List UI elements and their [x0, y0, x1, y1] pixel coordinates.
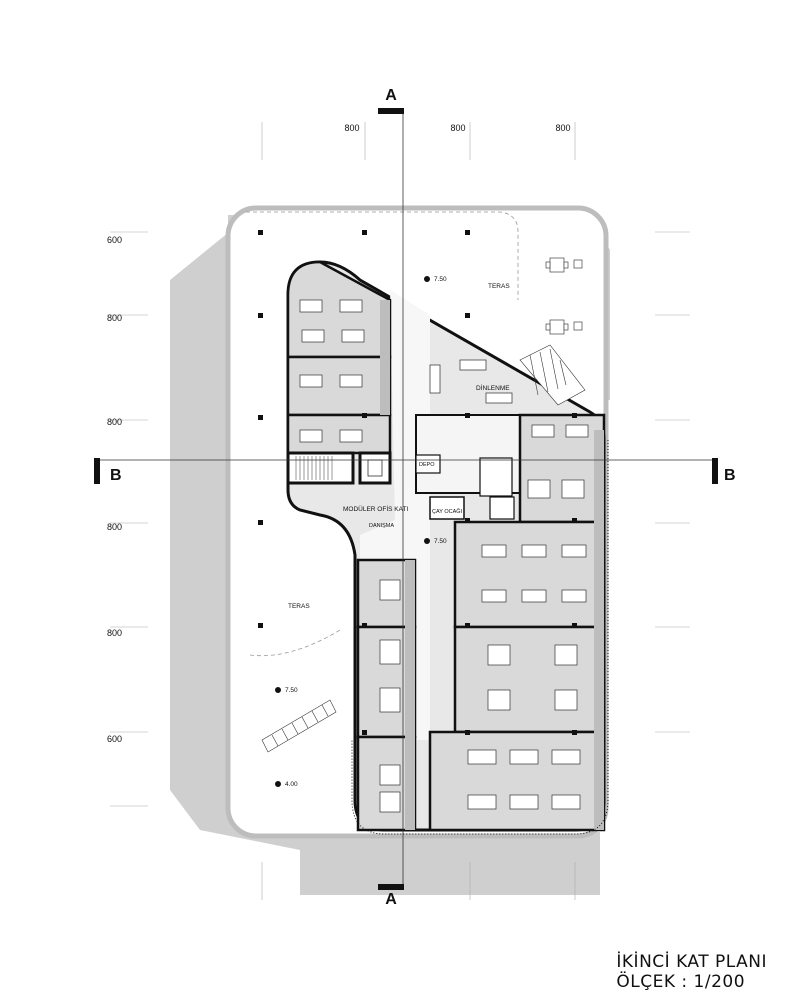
stair-core	[286, 451, 392, 485]
room-label-danisma: DANIŞMA	[369, 523, 394, 529]
section-lines	[100, 112, 712, 890]
left-office-block	[286, 260, 392, 455]
drawing-title-block: İKİNCİ KAT PLANI ÖLÇEK : 1/200	[616, 952, 767, 992]
level-label-bottom: 4.00	[285, 781, 298, 788]
room-label-teras-top: TERAS	[488, 283, 510, 290]
dimension-left-4: 800	[107, 522, 122, 532]
level-markers	[275, 276, 430, 787]
drawing-title: İKİNCİ KAT PLANI	[616, 952, 767, 972]
section-label-b-right: B	[724, 467, 736, 484]
grid-lines	[110, 122, 690, 900]
level-label-left: 7.50	[285, 687, 298, 694]
dimension-left-3: 800	[107, 417, 122, 427]
room-label-moduler-ofis: MODÜLER OFİS KATI	[343, 504, 408, 513]
level-label-center: 7.50	[434, 538, 447, 545]
room-label-teras-left: TERAS	[288, 603, 310, 610]
columns	[258, 230, 577, 735]
section-label-b-left: B	[110, 467, 122, 484]
section-label-a-top: A	[385, 87, 397, 104]
section-label-a-bottom: A	[385, 891, 397, 908]
dimension-top-2: 800	[450, 123, 465, 133]
dimension-left-6: 600	[107, 734, 122, 744]
section-markers	[94, 108, 718, 890]
dimension-top-1: 800	[344, 123, 359, 133]
roof-edge-dashed	[246, 211, 519, 657]
external-stairs	[261, 344, 586, 753]
room-label-depo: DEPO	[419, 462, 435, 468]
service-block	[415, 414, 521, 520]
terrace-furniture	[545, 257, 583, 335]
level-label-top: 7.50	[434, 276, 447, 283]
lounge-furniture	[429, 359, 513, 404]
dimension-left-2: 800	[107, 313, 122, 323]
corridor	[360, 290, 430, 740]
wall-shade	[380, 300, 604, 830]
room-label-dinlenme: DİNLENME	[476, 383, 510, 392]
room-label-cay-ocagi: ÇAY OCAĞI	[432, 508, 463, 515]
drawing-scale: ÖLÇEK : 1/200	[616, 972, 746, 992]
desks	[299, 299, 589, 813]
dimension-left-5: 800	[107, 628, 122, 638]
dimension-top-3: 800	[555, 123, 570, 133]
dimension-left-1: 600	[107, 235, 122, 245]
